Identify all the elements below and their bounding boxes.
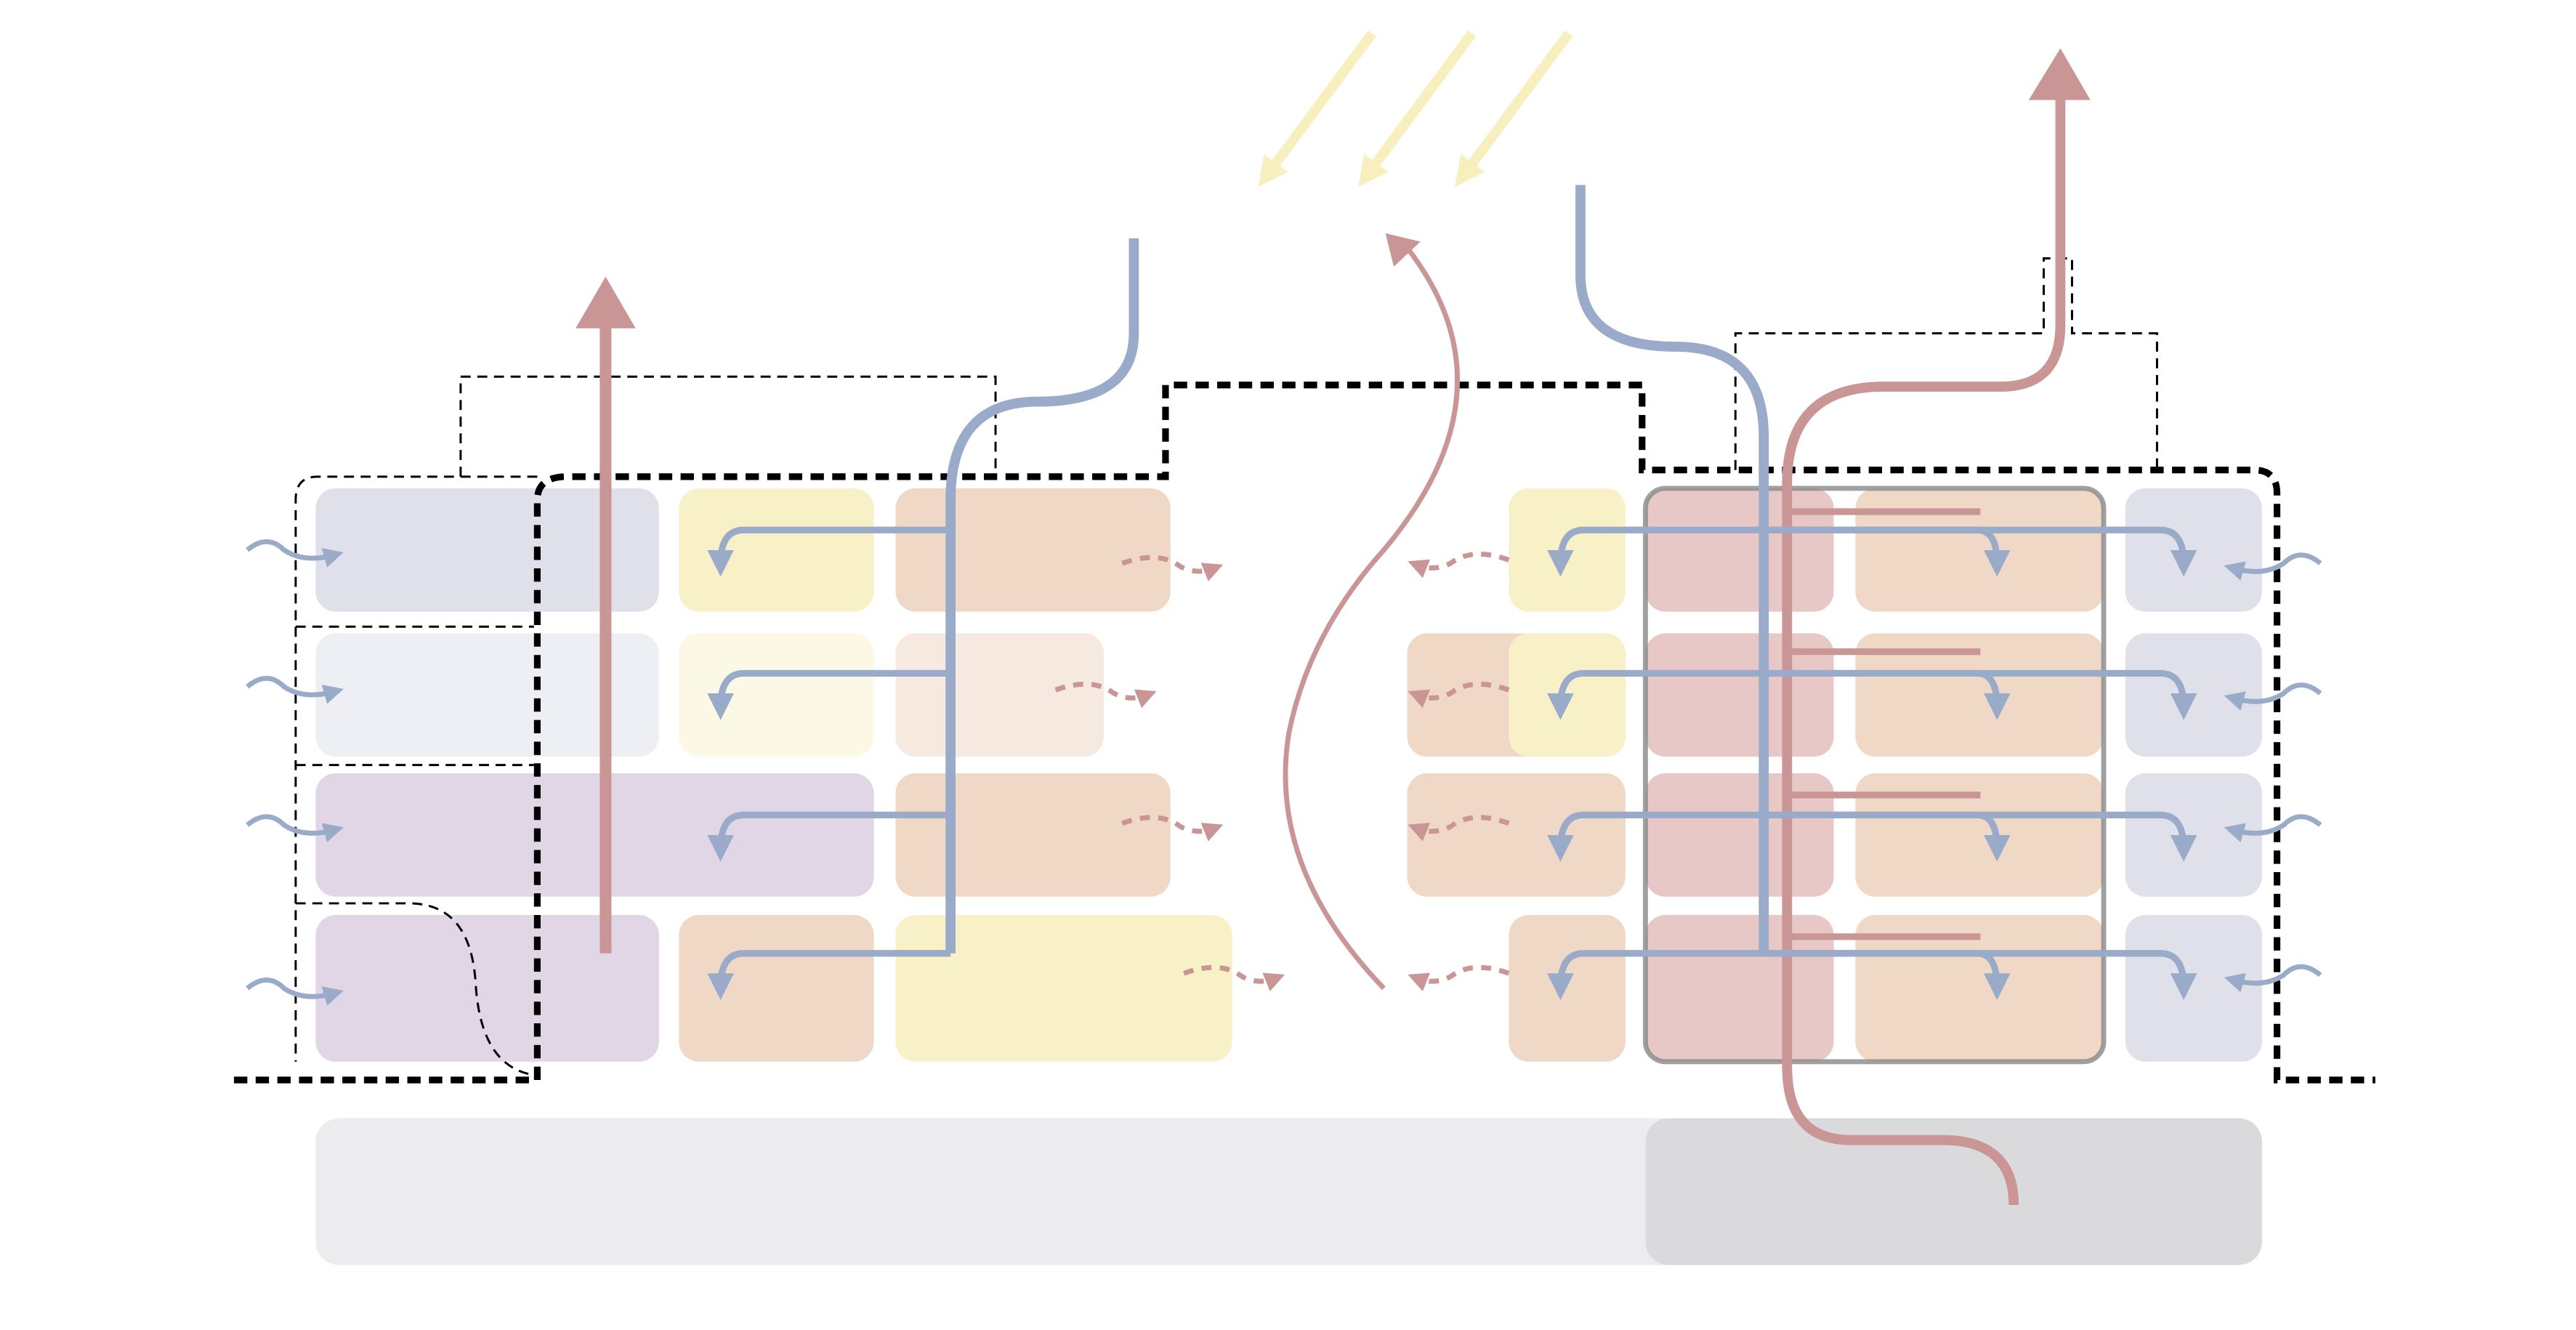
arrowhead-icon xyxy=(1385,233,1421,267)
right-supply-branches xyxy=(1547,526,2197,1000)
block-lavender xyxy=(315,488,659,612)
dotted-arrow xyxy=(1408,815,1510,842)
sun-ray-arrow xyxy=(1358,30,1477,188)
supply-branch xyxy=(707,669,951,720)
dotted-arrow xyxy=(1121,555,1224,581)
block-orange xyxy=(1855,488,2104,612)
wavy-arrow xyxy=(246,978,344,1006)
block-purple xyxy=(315,914,659,1062)
wavy-arrow xyxy=(2224,552,2322,581)
sun-rays xyxy=(1258,30,1573,188)
supply-duct-left xyxy=(945,238,1139,954)
block-orange xyxy=(895,488,1171,612)
envelope-left xyxy=(234,382,2375,1084)
sun-ray-arrow xyxy=(1455,30,1573,188)
block-lavender xyxy=(2125,773,2262,897)
dotted-arrow xyxy=(1182,964,1285,992)
wavy-arrow xyxy=(246,814,344,842)
block-yellow xyxy=(679,488,874,612)
dashed-zone-left xyxy=(294,475,538,1062)
block-orange xyxy=(1509,914,1626,1062)
dotted-exhaust-arrows xyxy=(1054,552,1510,992)
supply-duct-right xyxy=(1575,185,1769,954)
arrowhead-up-icon xyxy=(576,276,636,329)
supply-branch xyxy=(1764,526,2197,577)
core-frame xyxy=(1642,485,2107,1065)
block-lavender xyxy=(2125,633,2262,757)
supply-branch xyxy=(1547,950,1764,1000)
supply-branch xyxy=(707,811,951,862)
block-yellow xyxy=(1509,488,1626,612)
left-blocks xyxy=(315,488,1232,1062)
block-orange xyxy=(1855,633,2104,757)
supply-branch xyxy=(1764,950,2197,1000)
blue-flows xyxy=(246,185,2322,1006)
wavy-arrow xyxy=(246,539,344,568)
block-light-lavender xyxy=(315,633,659,757)
block-light-orange xyxy=(895,633,1105,757)
dotted-arrow xyxy=(1408,964,1510,992)
wavy-arrow xyxy=(2224,964,2322,993)
dotted-arrow xyxy=(1121,815,1224,842)
block-yellow xyxy=(1509,633,1626,757)
arrowhead-up-icon xyxy=(2028,48,2091,100)
wavy-arrow xyxy=(2224,814,2322,842)
exhaust-arrow-right xyxy=(1782,92,2066,1206)
supply-branch xyxy=(707,950,951,1000)
block-orange xyxy=(679,914,874,1062)
block-pink xyxy=(1645,488,1834,612)
stack-effect-curve xyxy=(1283,248,1460,991)
dashed-curve xyxy=(295,902,535,1076)
supply-branch xyxy=(1547,669,1764,720)
block-lavender xyxy=(2125,488,2262,612)
dotted-arrow xyxy=(1408,681,1510,709)
supply-branch xyxy=(1764,669,2197,720)
infiltration-arrows xyxy=(246,539,2322,1006)
red-flows xyxy=(576,48,2091,1206)
supply-branch xyxy=(1547,526,1764,577)
wavy-arrow xyxy=(2224,682,2322,711)
block-lavender xyxy=(2125,914,2262,1062)
supply-branch xyxy=(1764,811,2197,862)
thick-dotted-envelope xyxy=(234,382,2375,1084)
wavy-arrow xyxy=(246,675,344,704)
block-orange xyxy=(1407,773,1626,897)
right-blocks xyxy=(1407,488,2262,1062)
dotted-arrow xyxy=(1054,681,1157,709)
block-yellow xyxy=(895,914,1232,1062)
block-orange xyxy=(1855,773,2104,897)
sun-ray-arrow xyxy=(1258,30,1376,188)
block-light-yellow xyxy=(679,633,874,757)
dotted-arrow xyxy=(1408,552,1510,579)
block-purple xyxy=(315,773,874,897)
core-shafts xyxy=(1787,508,1981,940)
supply-branch xyxy=(707,526,951,577)
dashed-roof-left xyxy=(459,375,997,477)
block-orange xyxy=(895,773,1171,897)
base-slab-dark xyxy=(1645,1118,2262,1265)
supply-branch xyxy=(1547,811,1764,862)
